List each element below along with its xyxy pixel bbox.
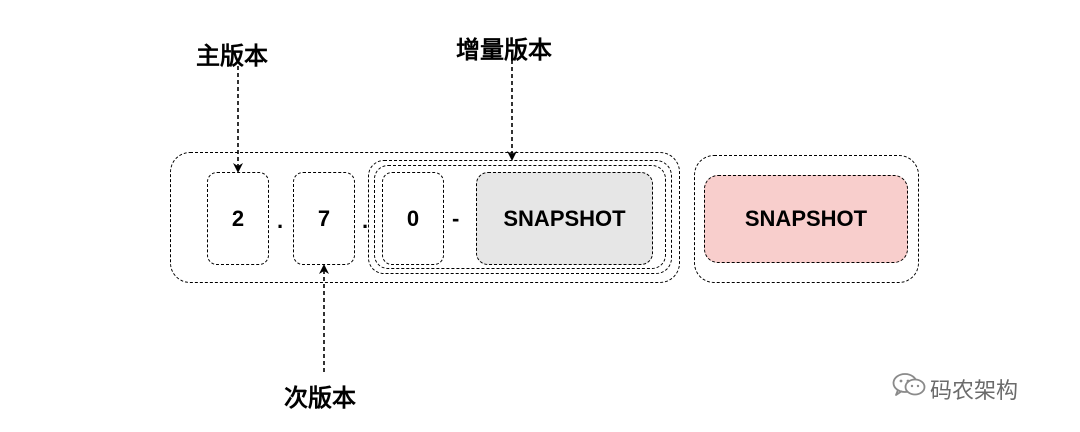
separator-dot-2: .: [362, 208, 369, 233]
major-version-label: 主版本: [196, 42, 268, 70]
qualifier-value: SNAPSHOT: [503, 205, 626, 231]
major-version-value: 2: [231, 205, 245, 231]
incremental-version-label: 增量版本: [456, 36, 552, 64]
version-string-container: [170, 152, 680, 283]
major-version-cell: 2: [207, 172, 269, 265]
minor-version-value: 7: [317, 205, 331, 231]
qualifier-cell: SNAPSHOT: [476, 172, 653, 265]
incremental-version-value: 0: [406, 205, 420, 231]
incremental-group-outer: [368, 160, 672, 274]
separator-dash: -: [452, 206, 460, 231]
snapshot-cell: SNAPSHOT: [704, 175, 908, 263]
incremental-group-inner: [374, 165, 666, 269]
separator-dot-1: .: [277, 208, 284, 233]
wechat-icon: [892, 372, 926, 398]
snapshot-label: SNAPSHOT: [744, 206, 868, 231]
minor-version-cell: 7: [293, 172, 355, 265]
minor-version-label: 次版本: [284, 384, 356, 412]
incremental-version-cell: 0: [382, 172, 444, 265]
snapshot-container: [694, 155, 919, 283]
watermark-text: 码农架构: [930, 379, 1019, 404]
